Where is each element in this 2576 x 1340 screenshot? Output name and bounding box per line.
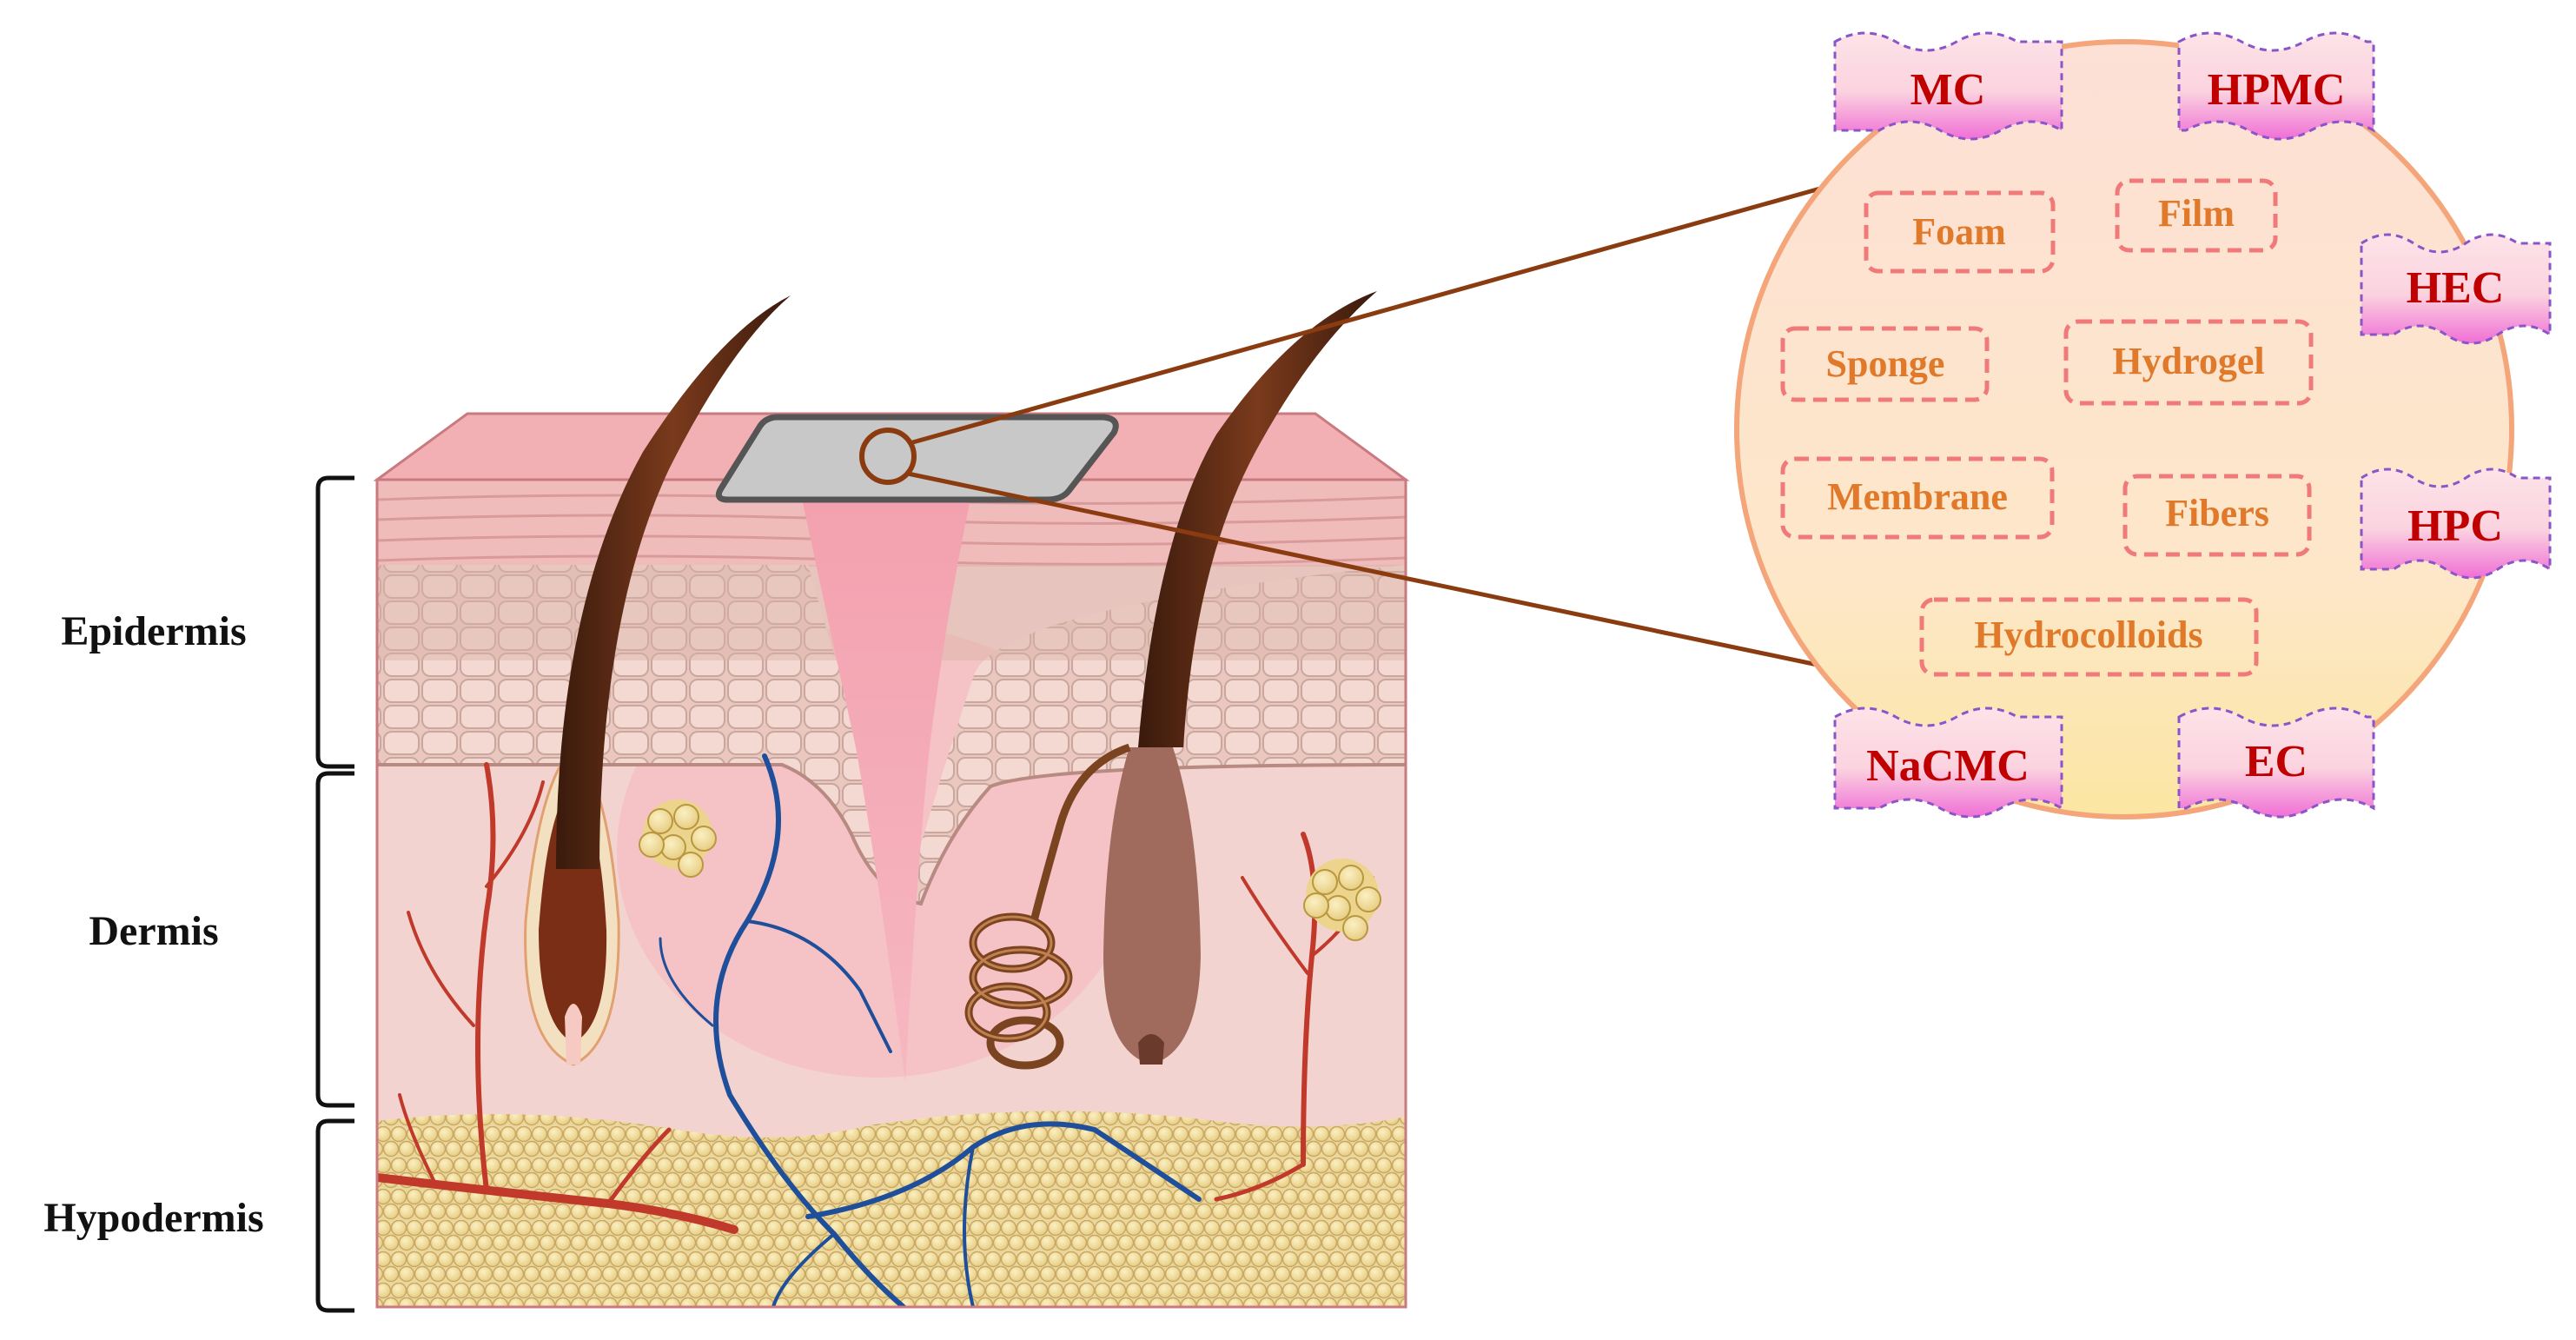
sebaceous-gland-left [639, 799, 717, 878]
form-box-hydrocolloids [1919, 597, 2259, 677]
form-box-hydrogel [2063, 319, 2314, 406]
layer-label-dermis: Dermis [89, 908, 218, 954]
flag-mc [1833, 31, 2063, 141]
layer-label-epidermis: Epidermis [61, 608, 246, 654]
polymer-label-nacmc: NaCMC [1866, 741, 2030, 791]
polymer-label-hec: HEC [2407, 263, 2505, 313]
skin-cross-section [373, 291, 1410, 1309]
dressing-forms-circle [1734, 39, 2514, 819]
bracket-dermis [315, 771, 354, 1108]
polymer-flags [1833, 31, 2552, 819]
hair-right [1138, 291, 1377, 747]
zoom-origin-circle [859, 428, 917, 485]
arteries [377, 762, 1374, 1234]
polymer-label-hpmc: HPMC [2208, 65, 2346, 115]
form-label-hydrocolloids: Hydrocolloids [1974, 614, 2202, 656]
flag-ec [2177, 706, 2375, 819]
polymer-label-mc: MC [1910, 65, 1986, 115]
flag-nacmc [1833, 706, 2063, 819]
bracket-hypodermis [315, 1118, 354, 1313]
epidermis-cells [377, 565, 1406, 904]
polymer-label-ec: EC [2245, 737, 2308, 786]
form-label-hydrogel: Hydrogel [2112, 340, 2264, 382]
hair-left [556, 295, 791, 869]
flag-hec [2360, 233, 2552, 345]
layer-label-hypodermis: Hypodermis [43, 1195, 263, 1241]
zoom-connector [859, 180, 1847, 673]
sebaceous-gland-right [1303, 859, 1381, 941]
form-box-foam [1864, 190, 2056, 274]
dressing-forms [1780, 178, 2314, 677]
layer-brackets [315, 475, 354, 1313]
form-box-sponge [1780, 326, 1990, 402]
form-box-film [2115, 178, 2278, 253]
form-label-fibers: Fibers [2165, 492, 2269, 534]
veins [659, 753, 1202, 1307]
flag-hpmc [2177, 31, 2375, 141]
flag-hpc [2360, 468, 2552, 580]
bracket-epidermis [315, 475, 354, 769]
form-box-fibers [2122, 474, 2312, 557]
wound-dressing [715, 414, 1119, 503]
polymer-label-hpc: HPC [2407, 501, 2503, 551]
form-box-membrane [1780, 456, 2055, 540]
form-label-sponge: Sponge [1826, 342, 1945, 385]
form-label-membrane: Membrane [1827, 475, 2008, 518]
wound-cleft [799, 487, 973, 1082]
form-label-foam: Foam [1912, 210, 2006, 253]
form-label-film: Film [2158, 192, 2235, 235]
hypodermis-fat [377, 1111, 1406, 1307]
hair-follicle-right [1103, 747, 1201, 1065]
